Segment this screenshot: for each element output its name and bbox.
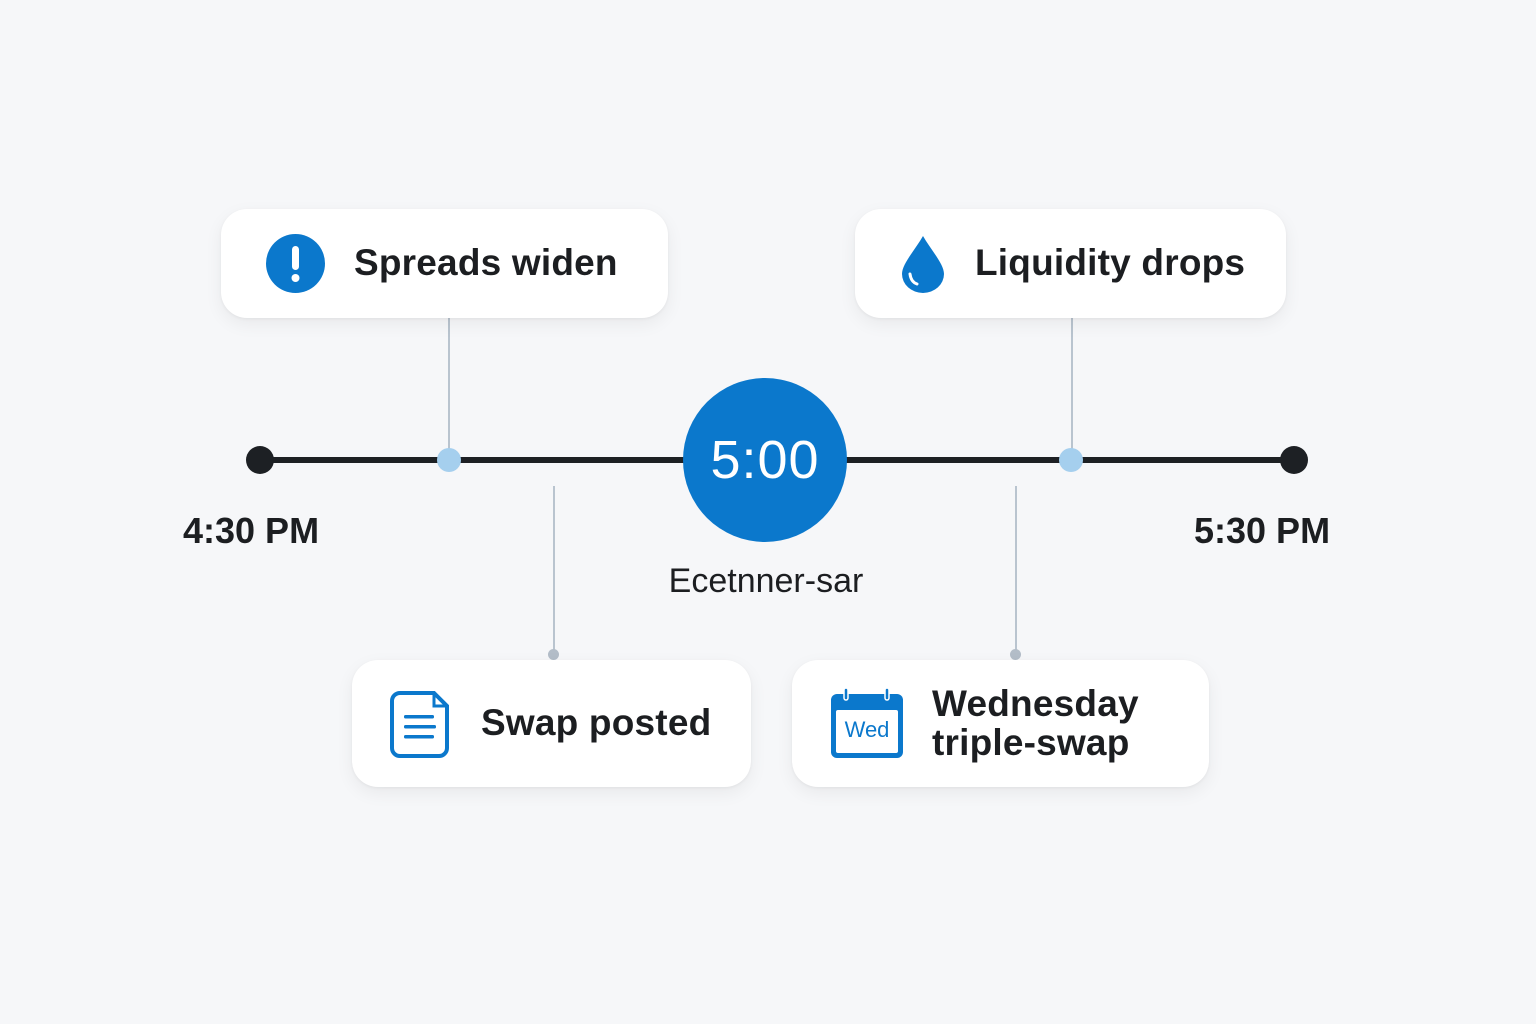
- event-label: Spreads widen: [354, 242, 618, 284]
- event-label: Liquidity drops: [975, 242, 1246, 284]
- start-time-label: 4:30 PM: [183, 510, 320, 551]
- connector-swap-posted: [553, 486, 555, 654]
- timeline-start-point: [246, 446, 274, 474]
- event-marker-spreads: [437, 448, 461, 472]
- connector-liquidity: [1071, 318, 1073, 460]
- event-card-liquidity-drops: Liquidity drops: [855, 209, 1286, 318]
- event-card-wednesday-triple-swap: Wed Wednesday triple-swap: [792, 660, 1209, 787]
- timeline-end-point: [1280, 446, 1308, 474]
- connector-spreads: [448, 318, 450, 460]
- event-label-line2: triple-swap: [932, 721, 1130, 763]
- event-card-swap-posted: Swap posted: [352, 660, 751, 787]
- connector-end-dot: [1010, 649, 1021, 660]
- connector-triple-swap: [1015, 486, 1017, 654]
- calendar-day-text: Wed: [844, 716, 890, 742]
- end-time-label: 5:30 PM: [1194, 510, 1331, 551]
- center-caption: Ecetnner-sar: [668, 562, 864, 600]
- event-label: Swap posted: [481, 702, 712, 744]
- connector-end-dot: [548, 649, 559, 660]
- water-drop-icon: [901, 234, 945, 294]
- document-icon: [390, 690, 450, 758]
- center-time: 5:00: [710, 430, 820, 490]
- event-marker-liquidity: [1059, 448, 1083, 472]
- event-label-line1: Wednesday: [932, 682, 1139, 724]
- exclamation-circle-icon: [266, 234, 325, 293]
- calendar-icon: Wed: [829, 687, 905, 760]
- center-time-marker: 5:00: [683, 378, 847, 542]
- event-label: Wednesday triple-swap: [932, 682, 1139, 763]
- event-card-spreads-widen: Spreads widen: [221, 209, 668, 318]
